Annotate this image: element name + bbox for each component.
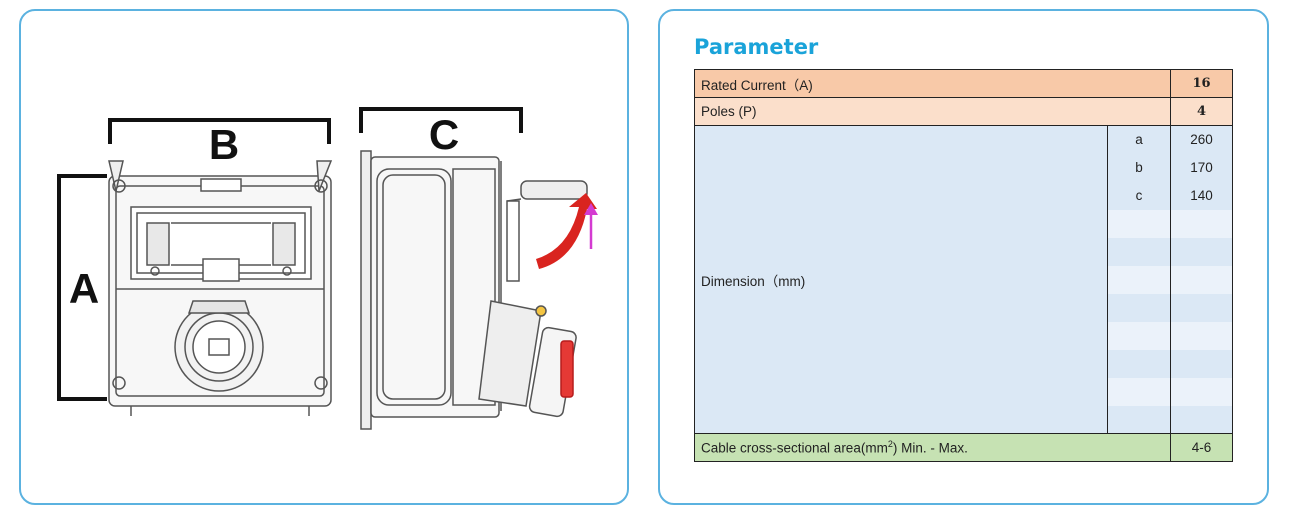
table-row: Dimension（mm) a 260 bbox=[694, 125, 1233, 434]
dimension-value: 260 bbox=[1170, 125, 1233, 154]
table-row-empty bbox=[695, 377, 1233, 406]
dimension-value: 170 bbox=[1170, 153, 1233, 182]
dimension-bracket-a bbox=[57, 174, 107, 401]
red-arrow bbox=[536, 193, 597, 269]
dimension-key: b bbox=[1107, 153, 1171, 182]
dimension-label-c: C bbox=[429, 111, 459, 158]
parameter-title: Parameter bbox=[694, 35, 819, 59]
table-row: c 140 bbox=[695, 181, 1233, 210]
table-row: Poles (P) 4 bbox=[694, 97, 1233, 126]
dimension-label: Dimension（mm) bbox=[694, 125, 1108, 434]
dimension-label-b: B bbox=[209, 121, 239, 168]
table-row: Rated Current（A) 16 bbox=[694, 69, 1233, 98]
front-view bbox=[108, 160, 333, 416]
poles-value: 4 bbox=[1170, 97, 1233, 126]
table-row-empty bbox=[695, 237, 1233, 266]
table-row-empty bbox=[695, 349, 1233, 378]
table-row: b 170 bbox=[695, 153, 1233, 182]
side-view bbox=[360, 150, 588, 430]
parameter-panel: Parameter Rated Current（A) 16 Poles (P) … bbox=[658, 9, 1269, 505]
table-row-empty bbox=[695, 321, 1233, 350]
dimension-value: 140 bbox=[1170, 181, 1233, 210]
dimension-key: c bbox=[1107, 181, 1171, 210]
rated-current-label: Rated Current（A) bbox=[694, 69, 1171, 98]
table-row-empty bbox=[695, 293, 1233, 322]
drawing-panel: A B C bbox=[19, 9, 629, 505]
rated-current-value: 16 bbox=[1170, 69, 1233, 98]
cable-label: Cable cross-sectional area(mm2) Min. - M… bbox=[694, 433, 1171, 462]
cable-value: 4-6 bbox=[1170, 433, 1233, 462]
parameter-table: Rated Current（A) 16 Poles (P) 4 Dimensio… bbox=[694, 69, 1233, 462]
dimension-bracket-c bbox=[359, 107, 523, 133]
technical-drawing: A B C bbox=[57, 107, 598, 430]
table-row: Cable cross-sectional area(mm2) Min. - M… bbox=[694, 433, 1233, 462]
table-row-empty bbox=[695, 209, 1233, 238]
dimension-label-a: A bbox=[69, 265, 99, 312]
table-row-empty bbox=[695, 265, 1233, 294]
poles-label: Poles (P) bbox=[694, 97, 1171, 126]
table-row-empty bbox=[695, 405, 1233, 434]
dimension-bracket-b bbox=[108, 118, 331, 144]
dimension-key: a bbox=[1107, 125, 1171, 154]
